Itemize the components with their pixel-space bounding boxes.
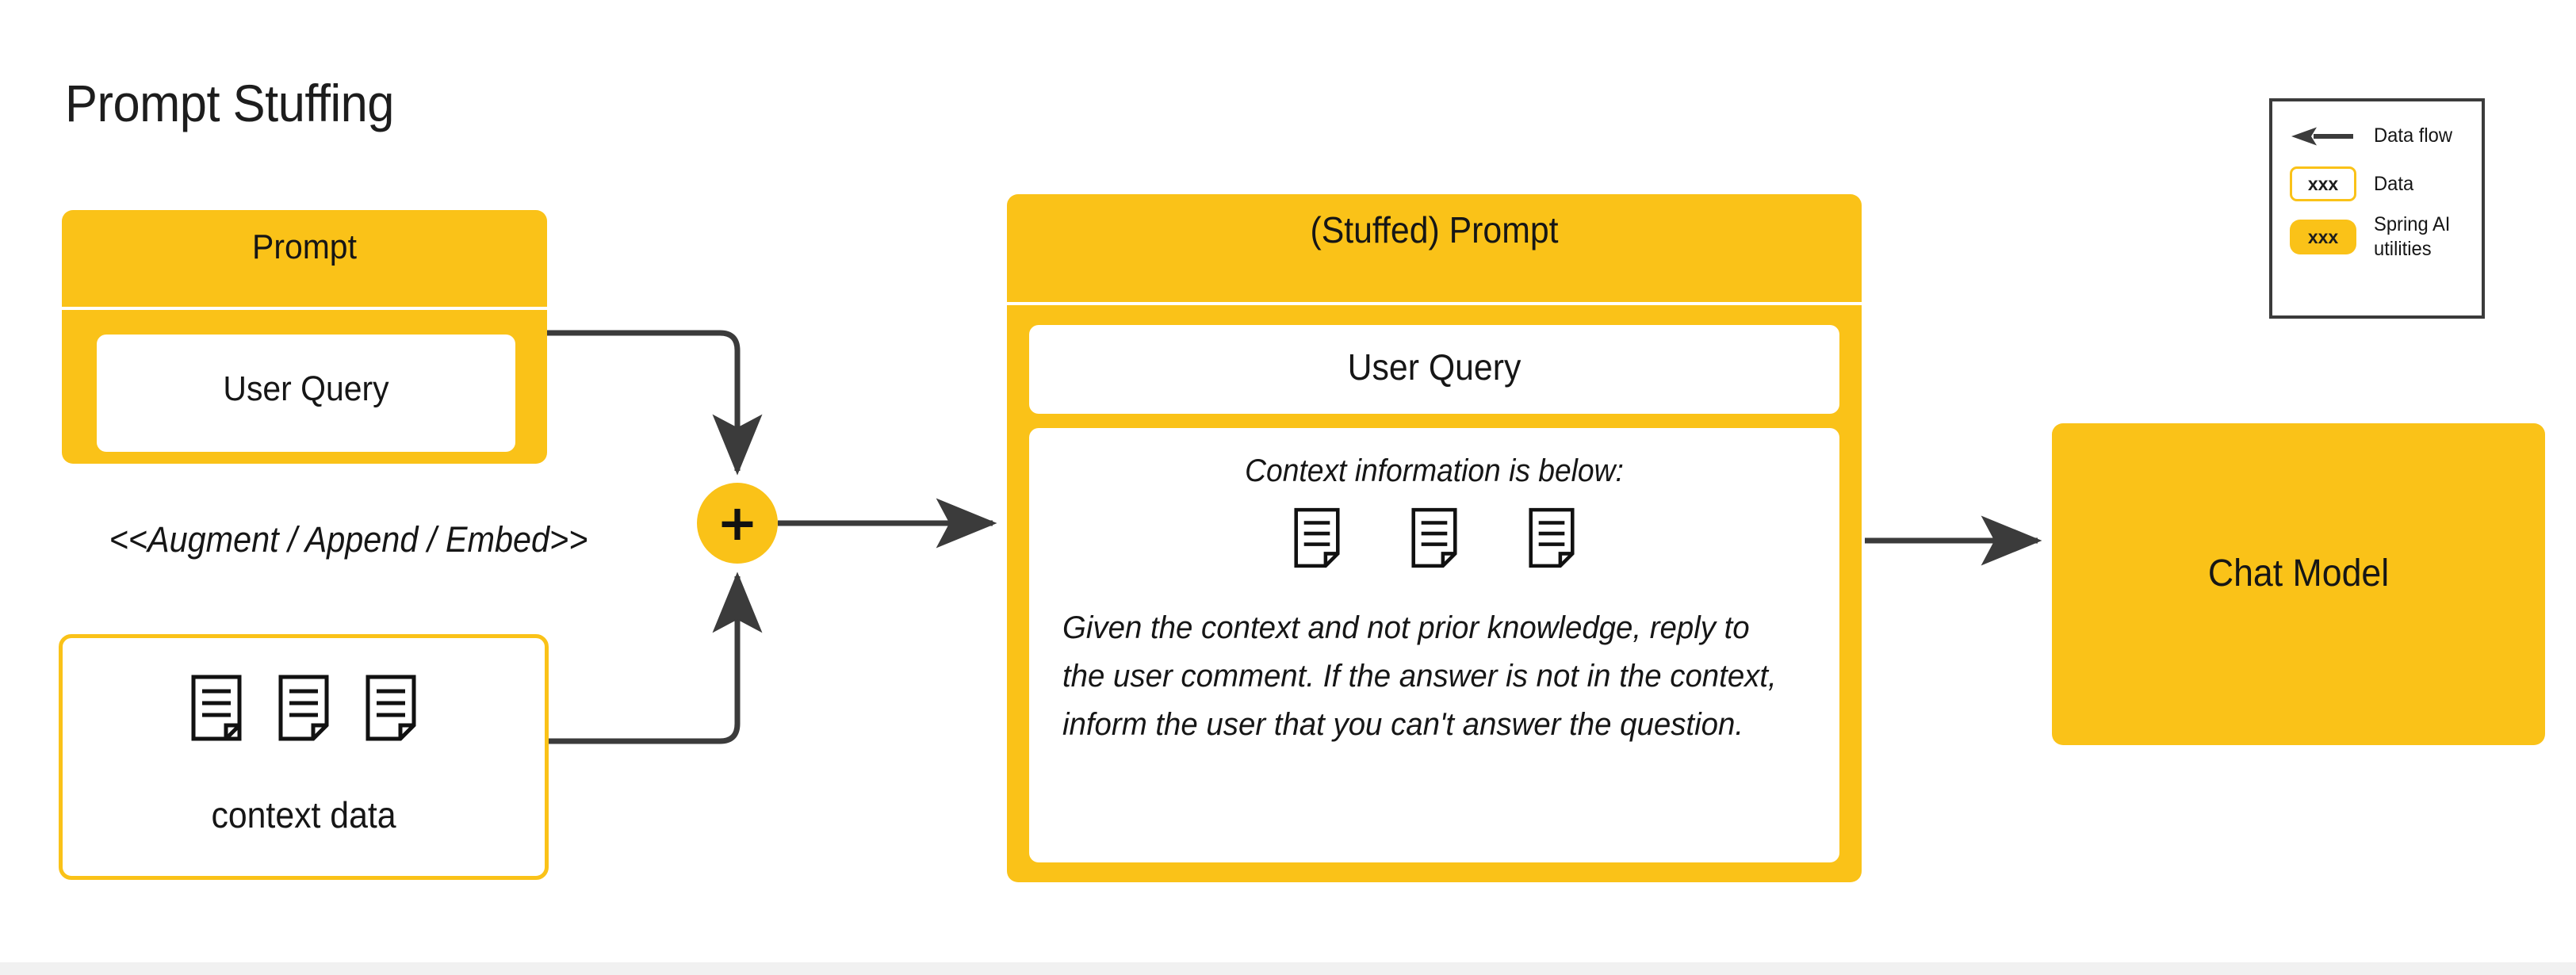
connector-context-to-junction <box>549 572 763 744</box>
prompt-user-query-label: User Query <box>223 369 389 408</box>
context-data-node[interactable]: context data <box>59 634 549 880</box>
document-icon <box>278 675 329 741</box>
bottom-strip <box>0 962 2576 975</box>
context-data-doc-group <box>63 675 545 741</box>
plus-junction[interactable]: + <box>697 483 778 564</box>
document-icon <box>1411 507 1457 568</box>
left-arrow-icon <box>2285 126 2361 147</box>
legend-label-data: Data <box>2374 172 2414 195</box>
context-info-heading: Context information is below: <box>1245 453 1624 488</box>
augment-append-embed-label: <<Augment / Append / Embed>> <box>109 519 588 560</box>
prompt-node-heading: Prompt <box>252 228 357 266</box>
legend-row-data-flow: Data flow <box>2272 124 2456 148</box>
plus-icon: + <box>717 494 758 552</box>
legend-label-data-flow: Data flow <box>2374 124 2453 147</box>
document-icon <box>191 675 242 741</box>
document-icon <box>1294 507 1340 568</box>
stuffed-user-query-box[interactable]: User Query <box>1029 325 1839 414</box>
stuffed-prompt-heading: (Stuffed) Prompt <box>1310 209 1559 250</box>
stuffed-prompt-divider <box>1007 302 1862 305</box>
stuffed-user-query-label: User Query <box>1347 346 1521 388</box>
stuffed-context-panel[interactable]: Context information is below: <box>1029 428 1839 862</box>
document-icon <box>366 675 416 741</box>
document-icon <box>1529 507 1575 568</box>
connector-prompt-to-junction <box>547 330 763 476</box>
context-data-label: context data <box>211 794 396 835</box>
legend-chip-outline-text: xxx <box>2290 166 2356 201</box>
page-title: Prompt Stuffing <box>65 74 394 132</box>
legend: Data flow xxx Data xxx Spring AI utiliti… <box>2269 98 2485 319</box>
chat-model-node[interactable]: Chat Model <box>2052 423 2545 745</box>
prompt-node-divider <box>62 307 547 310</box>
solid-chip-swatch: xxx <box>2285 220 2361 254</box>
outline-chip-swatch: xxx <box>2285 166 2361 201</box>
legend-chip-solid-text: xxx <box>2290 220 2356 254</box>
stuffed-doc-group <box>1029 507 1839 568</box>
legend-row-spring-ai-utilities: xxx Spring AI utilities <box>2272 212 2469 262</box>
prompt-user-query-box[interactable]: User Query <box>97 335 515 452</box>
legend-label-spring-ai-utilities: Spring AI utilities <box>2374 213 2451 260</box>
chat-model-label: Chat Model <box>2207 552 2390 595</box>
legend-row-data: xxx Data <box>2272 166 2416 201</box>
stuffed-prompt-body-text: Given the context and not prior knowledg… <box>1062 610 1777 742</box>
